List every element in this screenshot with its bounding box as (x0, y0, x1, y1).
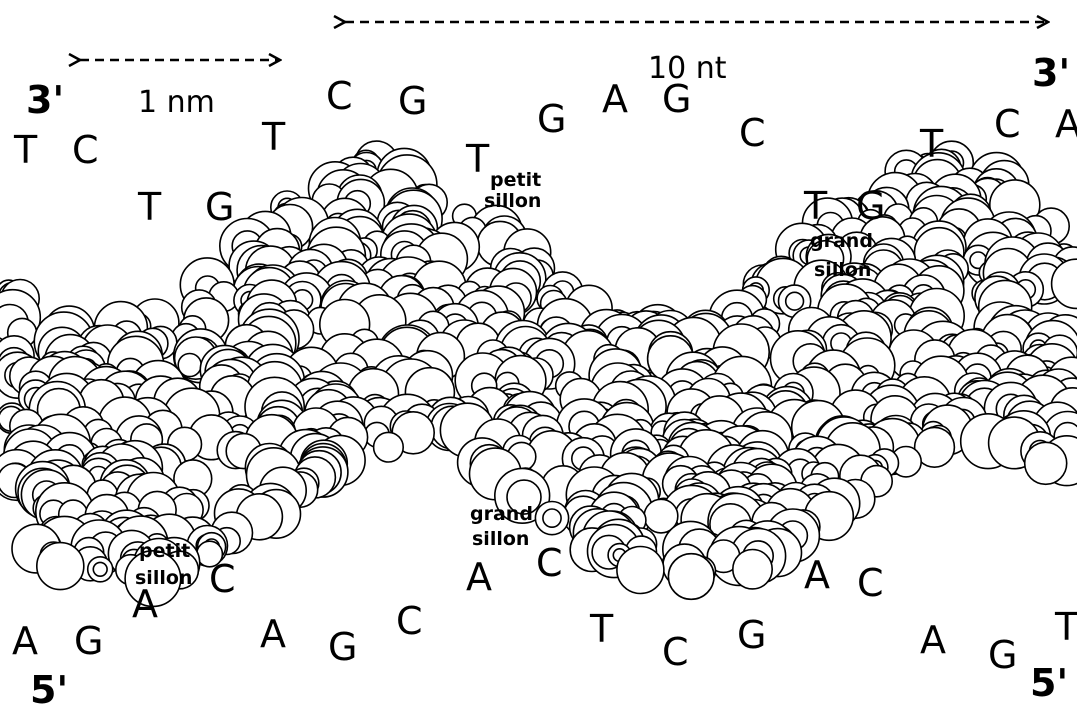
bottom-base: A (920, 618, 946, 662)
groove-label-petit-bottom-2: sillon (135, 567, 192, 589)
top-base: G (662, 77, 691, 121)
scale-label-1nm: 1 nm (138, 85, 215, 120)
top-base: C (72, 128, 99, 172)
bottom-base: G (74, 619, 103, 663)
top-base: G (856, 184, 885, 228)
bottom-base: C (209, 557, 236, 601)
top-base: A (1055, 102, 1077, 146)
bottom-base: A (260, 612, 286, 656)
bottom-base: T (1054, 605, 1077, 649)
bottom-base: A (12, 619, 38, 663)
strand-end-bottom-right: 5' (1030, 661, 1068, 705)
top-base: G (205, 185, 234, 229)
bottom-base: G (988, 633, 1017, 677)
strand-end-top-right: 3' (1032, 51, 1070, 95)
groove-label-grand-top-2: sillon (814, 259, 871, 281)
groove-label-petit-top-2: sillon (484, 190, 541, 212)
groove-label-petit-top: petit (490, 169, 541, 191)
top-base: A (602, 77, 628, 121)
top-base: G (537, 97, 566, 141)
bottom-base: G (328, 625, 357, 669)
atom-sphere (733, 550, 772, 589)
top-base: C (739, 111, 766, 155)
atom-sphere-inner (93, 562, 107, 576)
top-base: T (465, 137, 490, 181)
strand-end-top-left: 3' (26, 78, 64, 122)
top-base: T (137, 185, 162, 229)
top-base: G (398, 79, 427, 123)
atom-sphere-inner (786, 292, 804, 310)
top-base: T (261, 115, 286, 159)
groove-label-grand-bottom-2: sillon (472, 528, 529, 550)
groove-label-grand-bottom: grand (470, 503, 533, 525)
atom-sphere-inner (543, 509, 561, 527)
atom-sphere (37, 543, 84, 590)
top-base: T (13, 128, 38, 172)
top-base: C (994, 102, 1021, 146)
bottom-base: C (857, 561, 884, 605)
top-base: T (803, 184, 828, 228)
atom-sphere (668, 554, 714, 600)
bottom-base: G (737, 613, 766, 657)
bottom-base: A (804, 553, 830, 597)
bottom-base: T (589, 607, 614, 651)
atom-sphere (1025, 442, 1067, 484)
bottom-base: A (466, 555, 492, 599)
atom-sphere (617, 547, 664, 594)
groove-label-grand-top: grand (810, 230, 873, 252)
bottom-base: C (662, 630, 689, 674)
top-base: C (326, 74, 353, 118)
atom-sphere (374, 432, 404, 462)
top-base: T (919, 122, 944, 166)
bottom-base: C (396, 599, 423, 643)
strand-end-bottom-left: 5' (30, 668, 68, 709)
bottom-base: C (536, 541, 563, 585)
groove-label-petit-bottom: petit (139, 540, 190, 562)
